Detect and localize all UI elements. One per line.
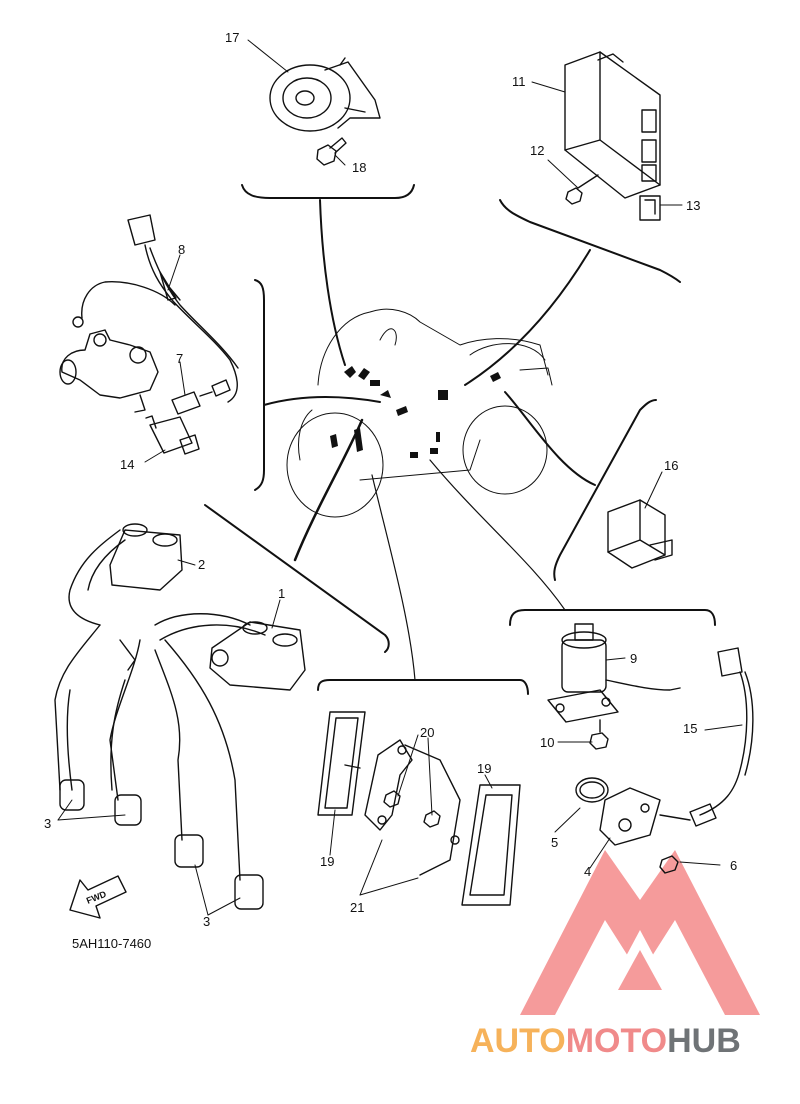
ignition-coil-2 <box>68 523 183 626</box>
watermark-auto: AUTO <box>470 1022 566 1060</box>
sensor-4 <box>599 787 691 846</box>
location-markers <box>330 366 501 458</box>
callout-3-left: 3 <box>44 816 51 831</box>
sensor-7 <box>171 379 231 415</box>
callout-14: 14 <box>120 457 134 472</box>
callout-6: 6 <box>730 858 737 873</box>
callout-10: 10 <box>540 735 554 750</box>
screw-6 <box>659 855 679 874</box>
relay-16 <box>607 499 673 569</box>
callout-5: 5 <box>551 835 558 850</box>
callout-20: 20 <box>420 725 434 740</box>
watermark-hub: HUB <box>667 1022 741 1060</box>
callout-8: 8 <box>178 242 185 257</box>
callout-11: 11 <box>512 74 526 89</box>
watermark-text: AUTOMOTOHUB <box>470 1022 741 1060</box>
callout-12: 12 <box>530 143 544 158</box>
solenoid-9 <box>547 623 681 723</box>
clip-13 <box>639 195 661 221</box>
callout-18: 18 <box>352 160 366 175</box>
callout-9: 9 <box>630 651 637 666</box>
bracket-21 <box>364 739 461 876</box>
diagram-code: 5AH110-7460 <box>72 936 151 951</box>
reflector-right <box>461 784 521 906</box>
callout-3-right: 3 <box>203 914 210 929</box>
callout-16: 16 <box>664 458 678 473</box>
switch-14 <box>145 415 200 455</box>
fwd-label: FWD <box>85 889 108 906</box>
harness-8 <box>72 214 239 403</box>
screw-10 <box>589 719 609 750</box>
fwd-arrow-icon <box>69 875 127 919</box>
callout-13: 13 <box>686 198 700 213</box>
watermark-moto: MOTO <box>566 1022 667 1060</box>
control-unit-part <box>564 51 661 199</box>
callout-15: 15 <box>683 721 697 736</box>
reflector-left <box>317 711 366 816</box>
callout-leaders <box>57 39 743 916</box>
watermark-logo-icon <box>520 850 760 1015</box>
ignition-coil-1 <box>154 613 306 691</box>
oring-5 <box>575 777 609 803</box>
callout-7: 7 <box>176 351 183 366</box>
callout-17: 17 <box>225 30 239 45</box>
leader-lines <box>263 199 596 681</box>
screw-12 <box>565 174 599 205</box>
callout-21: 21 <box>350 900 364 915</box>
horn-part <box>269 57 381 132</box>
callout-2: 2 <box>198 557 205 572</box>
sensor-lead-15 <box>689 647 754 827</box>
group-brackets <box>204 184 716 695</box>
nuts-20 <box>383 790 441 828</box>
callout-19-right: 19 <box>477 761 491 776</box>
plug-caps-3 <box>54 624 264 910</box>
motorcycle-outline <box>286 308 553 518</box>
callout-4: 4 <box>584 864 591 879</box>
callout-19-left: 19 <box>320 854 334 869</box>
callout-1: 1 <box>278 586 285 601</box>
housing-assembly <box>59 329 159 413</box>
bolt-18 <box>316 137 347 166</box>
